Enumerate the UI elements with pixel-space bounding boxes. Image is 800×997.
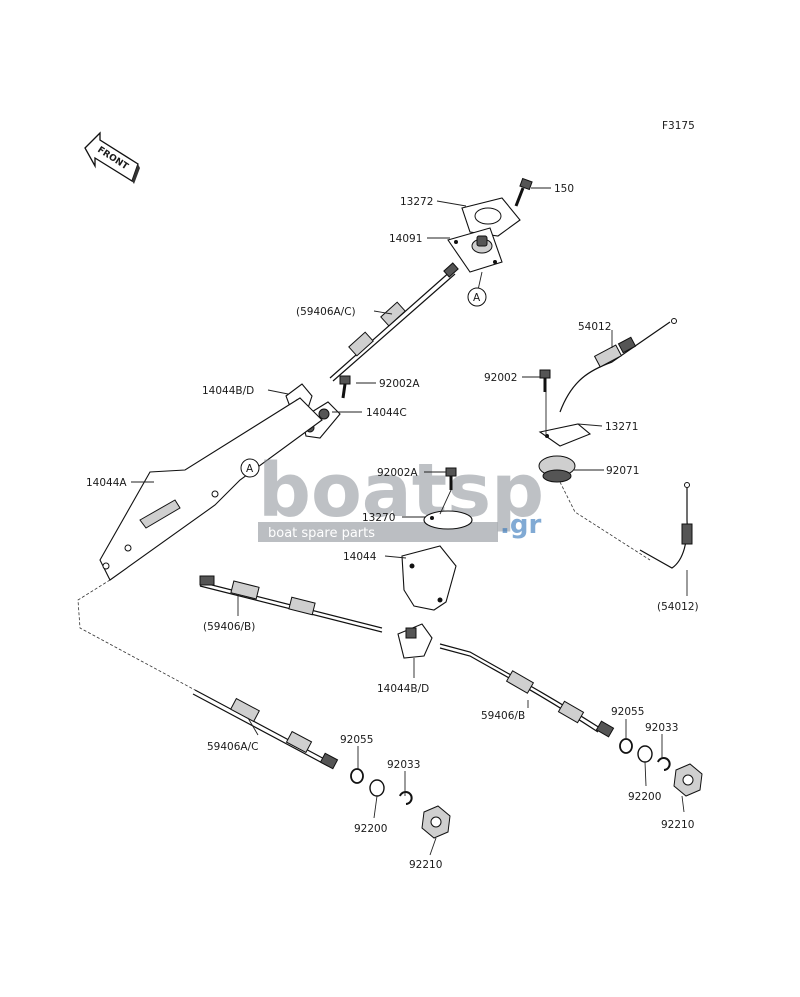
svg-text:A: A [246,463,254,475]
watermark-tld: .gr [500,510,541,540]
nut-92210-left [421,805,451,839]
part-label-59406b: 59406/B [481,710,525,722]
part-label-54012-paren: (54012) [657,601,699,613]
part-label-14044: 14044 [343,551,377,563]
part-label-92071: 92071 [606,465,639,477]
choke-cable-54012 [559,318,677,413]
part-label-92002a-top: 92002A [379,378,420,390]
part-label-92055-right: 92055 [611,706,644,718]
part-label-13272: 13272 [400,196,433,208]
part-label-13271: 13271 [605,421,638,433]
part-label-54012-top: 54012 [578,321,611,333]
part-label-92210-right: 92210 [661,819,694,831]
part-label-14044bd-bottom: 14044B/D [377,683,429,695]
gasket-13270 [423,510,473,530]
part-labels: 13272 150 14091 (59406A/C) 54012 92002 1… [86,183,699,871]
figure-id: F3175 [662,120,695,132]
part-label-92033-right: 92033 [645,722,678,734]
part-label-150: 150 [554,183,574,195]
callout-a-bracket: A [240,458,260,478]
nut-92210-right [673,763,703,797]
cap-92071 [538,455,576,483]
part-label-92210-left: 92210 [409,859,442,871]
throttle-cable-59406b [199,575,615,738]
part-label-92055-left: 92055 [340,734,373,746]
bolt-92002a-upper [339,375,351,399]
watermark: boatsp boat spare parts .gr [258,448,544,542]
choke-cable-end [639,482,693,569]
cable-holder-14091 [447,227,503,273]
part-label-59406ac-top: (59406A/C) [296,306,356,318]
part-label-14044c: 14044C [366,407,407,419]
callout-a-top: A [467,287,487,307]
throttle-cable-upper [329,262,459,382]
part-label-92200-left: 92200 [354,823,387,835]
bolt-92002 [539,369,551,392]
svg-text:A: A [473,292,481,304]
washer-92200-right [637,745,653,763]
washer-92200-left [369,779,385,797]
part-label-92200-right: 92200 [628,791,661,803]
part-label-13270: 13270 [362,512,395,524]
part-label-14091: 14091 [389,233,422,245]
part-label-92002: 92002 [484,372,517,384]
bracket-14044 [401,545,457,611]
watermark-brand: boatsp [258,448,544,534]
gasket-13272 [461,197,521,237]
bracket-14044bd-lower [397,623,433,659]
watermark-tagline: boat spare parts [268,526,375,541]
throttle-cable-lower-left [192,689,339,770]
bolt-150 [514,177,533,207]
part-label-92033-left: 92033 [387,759,420,771]
lock-washer-92033-left [399,791,413,805]
front-arrow-icon: FRONT [84,131,140,184]
part-label-14044bd-top: 14044B/D [202,385,254,397]
part-label-59406ac-bottom: 59406A/C [207,741,258,753]
part-label-14044a: 14044A [86,477,127,489]
o-ring-92055-right [619,738,633,754]
plate-13271 [538,423,592,447]
lock-washer-92033-right [657,757,671,771]
o-ring-92055-left [350,768,364,784]
leader-lines [131,187,688,856]
part-label-59406b-paren: (59406/B) [203,621,255,633]
bracket-14044a [99,397,323,581]
part-label-92002a-mid: 92002A [377,467,418,479]
